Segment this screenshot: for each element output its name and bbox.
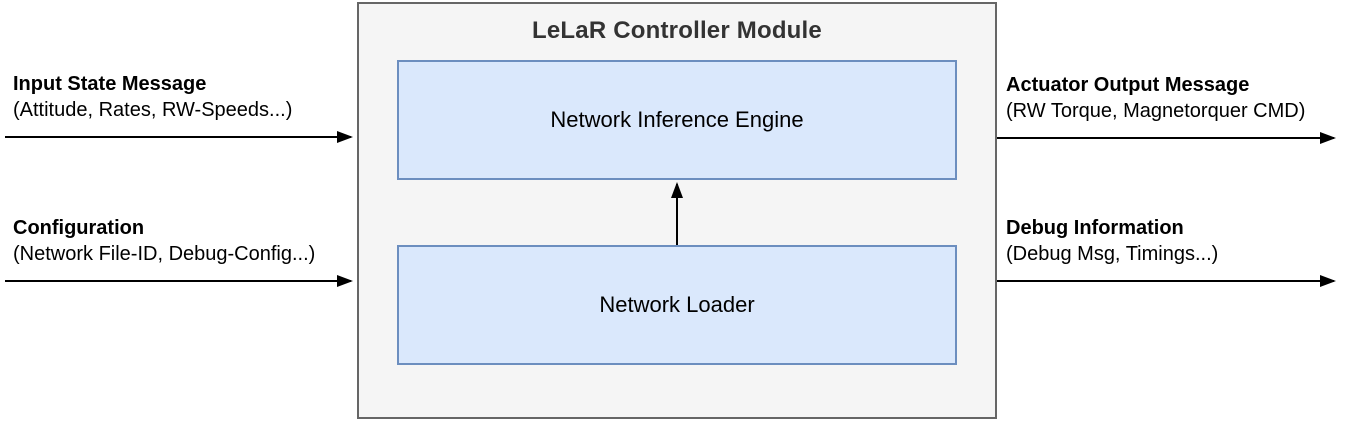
port-subtitle: (Debug Msg, Timings...) bbox=[1006, 243, 1219, 265]
controller-module-container: LeLaR Controller Module Network Inferenc… bbox=[357, 2, 997, 419]
label-input-state-message: Input State Message (Attitude, Rates, RW… bbox=[13, 71, 292, 123]
label-debug-information: Debug Information (Debug Msg, Timings...… bbox=[1006, 215, 1218, 267]
port-subtitle: (Network File-ID, Debug-Config...) bbox=[13, 243, 316, 265]
container-title: LeLaR Controller Module bbox=[532, 17, 822, 44]
block-label: Network Inference Engine bbox=[550, 107, 804, 132]
label-configuration: Configuration (Network File-ID, Debug-Co… bbox=[13, 215, 315, 267]
label-actuator-output-message: Actuator Output Message (RW Torque, Magn… bbox=[1006, 72, 1305, 124]
port-subtitle: (Attitude, Rates, RW-Speeds...) bbox=[13, 99, 293, 121]
port-title: Input State Message bbox=[13, 73, 207, 95]
port-subtitle: (RW Torque, Magnetorquer CMD) bbox=[1006, 100, 1306, 122]
block-network-inference-engine: Network Inference Engine bbox=[397, 60, 957, 180]
port-title: Configuration bbox=[13, 217, 145, 239]
block-network-loader: Network Loader bbox=[397, 245, 957, 365]
port-title: Debug Information bbox=[1006, 217, 1184, 239]
port-title: Actuator Output Message bbox=[1006, 74, 1250, 96]
block-label: Network Loader bbox=[599, 292, 755, 317]
